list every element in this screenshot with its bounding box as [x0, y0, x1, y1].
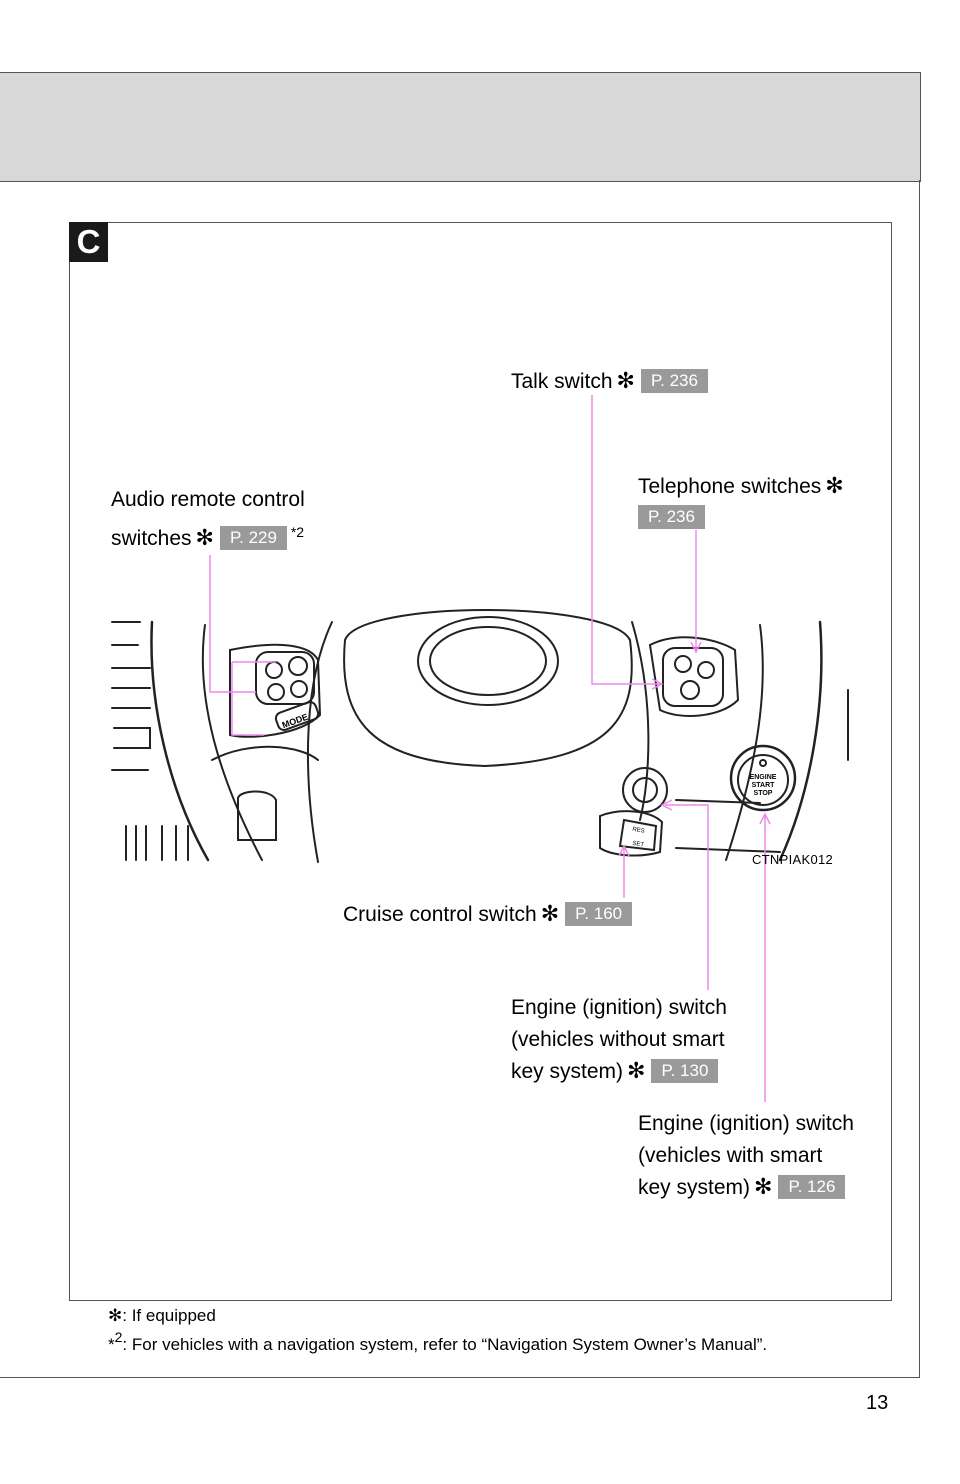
wheel-rim-left	[150, 620, 210, 862]
engine-no-smart-line1: Engine (ignition) switch	[511, 996, 727, 1019]
footnote-navigation: *2: For vehicles with a navigation syste…	[108, 1327, 767, 1355]
page-right-rule	[919, 180, 920, 1378]
leader-audio-1	[209, 555, 256, 693]
engine-label-2: START	[752, 782, 776, 789]
leader-audio-2	[231, 662, 264, 736]
cruise-control-page-ref: P. 160	[565, 902, 633, 926]
volume-minus	[265, 661, 283, 679]
telephone-switches-ref-row: P. 236	[638, 502, 705, 534]
talk-switch-text: Talk switch	[511, 370, 613, 393]
spoke-left-edge	[306, 621, 333, 863]
engine-smart-line1: Engine (ignition) switch	[638, 1112, 854, 1135]
telephone-switches-text: Telephone switches	[638, 475, 822, 498]
engine-label-3: STOP	[754, 790, 773, 797]
leader-lines	[209, 395, 766, 1102]
cruise-res-label: RES	[632, 827, 645, 835]
phone-off-hook	[674, 655, 692, 673]
leader-arrowheads	[618, 641, 771, 857]
if-equipped-star-icon: ✻	[108, 1306, 123, 1325]
footnote-if-equipped: ✻: If equipped	[108, 1306, 216, 1326]
engine-no-smart-page-ref: P. 130	[651, 1059, 719, 1083]
cruise-control-label: Cruise control switch✻P. 160	[343, 898, 633, 931]
airbag-cover	[343, 609, 633, 768]
engine-smart-line3: key system)✻P. 126	[638, 1171, 846, 1204]
footnote-asterisk-icon: *	[286, 524, 297, 540]
if-equipped-star-icon: ✻	[754, 1174, 773, 1199]
header-band	[0, 72, 921, 182]
track-down	[267, 683, 285, 701]
mode-button-label: MODE	[281, 712, 310, 731]
page-bottom-rule	[0, 1377, 920, 1378]
cruise-set-label: SET	[632, 841, 645, 849]
audio-remote-text: switches	[111, 527, 192, 550]
audio-remote-label-line1: Audio remote control	[111, 488, 305, 511]
arrow-talk	[651, 678, 664, 690]
if-equipped-star-icon: ✻	[195, 525, 214, 550]
mode-button-shape	[274, 701, 320, 731]
arrow-engine-smart	[759, 812, 771, 825]
audio-remote-page-ref: P. 229	[219, 526, 287, 550]
footnote-if-equipped-text: : If equipped	[122, 1306, 216, 1325]
lower-vent	[125, 825, 189, 861]
arrow-telephone	[690, 641, 702, 654]
center-emblem	[417, 616, 559, 706]
footnote-navigation-text: : For vehicles with a navigation system,…	[122, 1335, 768, 1354]
ignition-cylinder-inner	[632, 777, 658, 803]
engine-start-button-ring	[729, 744, 797, 812]
arrow-cruise	[618, 844, 630, 857]
left-pod	[229, 643, 322, 738]
engine-smart-page-ref: P. 126	[778, 1175, 846, 1199]
lower-left-block	[237, 790, 277, 841]
engine-no-smart-line2: (vehicles without smart	[511, 1028, 725, 1051]
right-pod	[648, 636, 740, 717]
talk-switch-page-ref: P. 236	[640, 369, 708, 393]
engine-label-1: ENGINE	[750, 774, 777, 781]
wheel-rim-right-inner	[725, 624, 764, 861]
arrow-engine-no-smart	[660, 799, 673, 811]
engine-no-smart-line3: key system)✻P. 130	[511, 1055, 719, 1088]
wheel-rim-left-inner	[201, 624, 263, 861]
spoke-right-edge	[631, 621, 650, 821]
audio-remote-note-marker: 2	[296, 524, 305, 540]
track-up	[290, 680, 308, 698]
ignition-cylinder	[622, 767, 668, 813]
figure-code: CTNPIAK012	[752, 852, 834, 867]
engine-smart-line2: (vehicles with smart	[638, 1144, 823, 1167]
leader-talk	[591, 395, 660, 685]
footnote-asterisk-icon: *	[108, 1335, 115, 1354]
lower-spoke-left	[211, 745, 319, 761]
cruise-control-text: Cruise control switch	[343, 903, 537, 926]
volume-plus	[288, 656, 308, 676]
talk-button	[680, 680, 700, 700]
phone-switch-housing	[662, 647, 724, 707]
leader-engine-no-smart	[665, 804, 709, 990]
section-badge: C	[69, 222, 108, 262]
footnote-navigation-marker: 2	[114, 1329, 123, 1345]
page-number: 13	[866, 1392, 889, 1414]
if-equipped-star-icon: ✻	[540, 901, 560, 926]
dash-vent	[113, 727, 151, 749]
telephone-switches-page-ref: P. 236	[638, 505, 705, 529]
if-equipped-star-icon: ✻	[616, 368, 635, 393]
right-dash-lines	[675, 689, 849, 853]
audio-remote-label-line2: switches✻P. 229 *2	[111, 516, 304, 555]
diagram-frame	[69, 222, 892, 1301]
audio-switch-housing	[255, 651, 315, 705]
telephone-switches-label: Telephone switches✻	[638, 470, 850, 503]
engine-smart-text: key system)	[638, 1176, 751, 1199]
talk-switch-label: Talk switch✻P. 236	[511, 365, 708, 398]
engine-start-button	[737, 754, 789, 806]
phone-on-hook	[697, 661, 715, 679]
cruise-stalk-face	[618, 818, 658, 852]
center-emblem-inner	[429, 626, 547, 696]
engine-start-indicator	[759, 759, 767, 767]
wheel-rim-right	[778, 620, 823, 862]
if-equipped-star-icon: ✻	[825, 473, 844, 498]
cruise-stalk	[599, 810, 664, 857]
if-equipped-star-icon: ✻	[627, 1058, 646, 1083]
engine-no-smart-text: key system)	[511, 1060, 624, 1083]
